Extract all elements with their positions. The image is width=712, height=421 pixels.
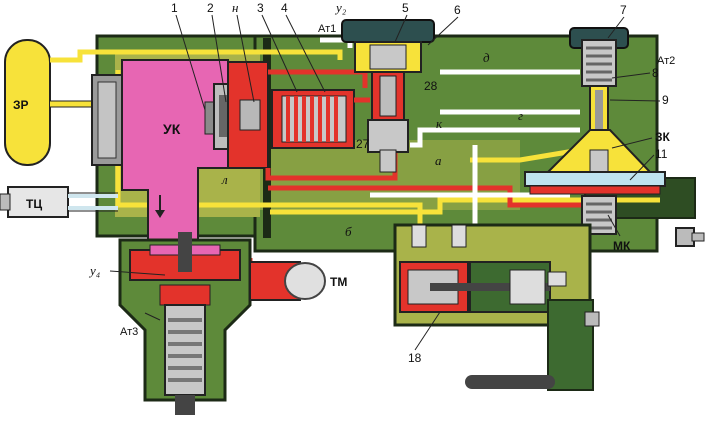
label-6: 6 xyxy=(454,3,461,17)
brake-cylinder-label: ТЦ xyxy=(26,197,42,211)
label-4: 4 xyxy=(281,1,288,15)
label-g: г xyxy=(518,108,523,123)
reservoir-label: ЗР xyxy=(13,98,29,112)
central-valve xyxy=(341,19,435,173)
label-atm1: Ат1 xyxy=(318,23,336,35)
hex-nut xyxy=(675,227,705,247)
end-cap xyxy=(91,74,123,166)
bottom-left-valve xyxy=(118,232,252,415)
label-27: 27 xyxy=(356,137,370,151)
label-d: д xyxy=(483,50,490,65)
reservoir-group: ЗР xyxy=(4,39,51,166)
label-3: 3 xyxy=(257,1,264,15)
label-k: к xyxy=(436,116,443,131)
label-2: 2 xyxy=(207,1,214,15)
brake-line-label: ТМ xyxy=(330,275,347,289)
label-y4: у₄ xyxy=(88,263,101,278)
label-7: 7 xyxy=(620,3,627,17)
brake-line-group: ТМ xyxy=(249,261,347,301)
handle-valve xyxy=(393,223,600,391)
control-chamber-label: УК xyxy=(163,121,181,137)
label-y2: у₂ xyxy=(334,0,347,15)
red-chamber xyxy=(227,61,269,169)
label-main-chamber: МК xyxy=(613,239,631,253)
label-n: н xyxy=(232,0,238,15)
number-labels: 1 2 н 3 4 у₂ 5 6 7 8 9 11 27 28 18 xyxy=(171,0,669,365)
label-28: 28 xyxy=(424,79,438,93)
leader-lines xyxy=(109,14,661,351)
label-atm2: Ат2 xyxy=(657,55,675,67)
label-b: б xyxy=(345,224,352,239)
label-brake-chamber: ЗК xyxy=(655,130,671,144)
label-l: л xyxy=(221,172,228,187)
brake-line-connector xyxy=(284,262,326,300)
label-5: 5 xyxy=(402,1,409,15)
spring-housing xyxy=(271,89,355,149)
label-atm3: Ат3 xyxy=(120,326,138,338)
chamber-labels: Ат1 Ат2 Ат3 ЗК МК у₄ д г к а л б xyxy=(88,23,675,338)
label-8: 8 xyxy=(652,66,659,80)
label-a: а xyxy=(435,153,442,168)
brake-cylinder-group: ТЦ xyxy=(0,186,118,218)
label-11: 11 xyxy=(655,147,668,161)
label-1: 1 xyxy=(171,1,178,15)
label-18: 18 xyxy=(408,351,422,365)
label-9: 9 xyxy=(662,93,669,107)
